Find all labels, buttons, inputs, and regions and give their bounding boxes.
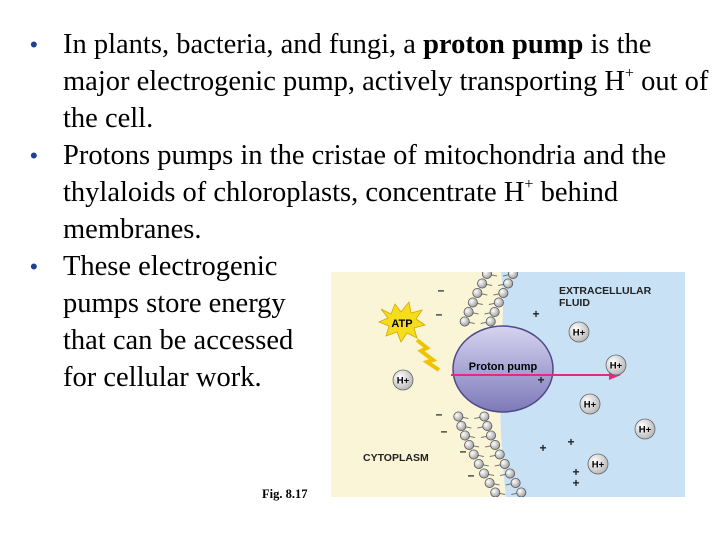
lipid-head bbox=[499, 458, 510, 469]
lipid-head bbox=[468, 449, 479, 460]
bullet-1-text-a: In plants, bacteria, and fungi, a bbox=[63, 29, 424, 60]
h-plus-ion bbox=[392, 369, 414, 391]
positive-charge: + bbox=[532, 307, 539, 321]
h-plus-label: H+ bbox=[639, 425, 652, 436]
bullet-1-text-c: out of the cell. bbox=[63, 66, 709, 134]
negative-charge: – bbox=[438, 283, 445, 297]
h-plus-ion bbox=[568, 321, 590, 343]
negative-charge: – bbox=[468, 468, 475, 482]
membrane-bilayer bbox=[453, 272, 527, 497]
bullet-3-text: These electrogenic pumps store energy th… bbox=[63, 251, 294, 393]
bullet-2-text-b: behind membranes. bbox=[63, 177, 619, 245]
lipid-head bbox=[464, 439, 475, 450]
lipid-head bbox=[456, 420, 467, 431]
lipid-head bbox=[467, 297, 478, 308]
positive-charge: + bbox=[572, 465, 579, 479]
lipid-head bbox=[482, 420, 493, 431]
lipid-head bbox=[507, 272, 518, 279]
h-plus-ion bbox=[579, 393, 601, 415]
lipid-head bbox=[510, 477, 521, 488]
proton-ions: H+ H+ H+ H+ H+ H+ bbox=[392, 321, 656, 475]
bullet-marker: • bbox=[30, 254, 38, 279]
lipid-head bbox=[490, 439, 501, 450]
negative-charge: – bbox=[441, 424, 448, 438]
h-plus-label: H+ bbox=[397, 376, 410, 387]
bullet-3: • These electrogenic pumps store energy … bbox=[30, 248, 325, 396]
lipid-head bbox=[459, 430, 470, 441]
h-plus-label: H+ bbox=[610, 361, 623, 372]
lipid-head bbox=[453, 411, 464, 422]
bullet-marker: • bbox=[30, 32, 38, 57]
bullet-list: • In plants, bacteria, and fungi, a prot… bbox=[30, 26, 710, 396]
lipid-head bbox=[498, 287, 509, 298]
positive-charge: + bbox=[567, 435, 574, 449]
bullet-1-text-b: is the major electrogenic pump, actively… bbox=[63, 29, 652, 97]
lipid-head bbox=[479, 468, 490, 479]
cytoplasm-label: CYTOPLASM bbox=[363, 452, 429, 464]
proton-pump-diagram: Proton pump ATP EXTRACELLULAR FLUID CYTO… bbox=[331, 272, 685, 497]
bullet-2-text-a: Protons pumps in the cristae of mitochon… bbox=[63, 140, 667, 208]
h-plus-ion bbox=[634, 418, 656, 440]
atp-label: ATP bbox=[391, 318, 412, 330]
h-plus-label: H+ bbox=[584, 400, 597, 411]
h-plus-label: H+ bbox=[573, 328, 586, 339]
atp-burst bbox=[377, 301, 426, 343]
lipid-head bbox=[484, 477, 495, 488]
h-plus-label: H+ bbox=[592, 460, 605, 471]
lipid-head bbox=[485, 316, 496, 327]
lipid-head bbox=[479, 411, 490, 422]
bullet-2: • Protons pumps in the cristae of mitoch… bbox=[30, 137, 710, 248]
proton-pump-protein bbox=[452, 325, 554, 413]
bullet-2-superscript: + bbox=[524, 175, 534, 193]
lipid-head bbox=[493, 297, 504, 308]
h-plus-ion bbox=[587, 453, 609, 475]
extracellular-label: EXTRACELLULAR bbox=[559, 285, 652, 297]
figure-caption: Fig. 8.17 bbox=[262, 487, 308, 501]
membrane-charges: ++++++–––––– bbox=[436, 283, 580, 490]
extracellular-region bbox=[500, 272, 685, 497]
lipid-head bbox=[472, 287, 483, 298]
lipid-head bbox=[473, 458, 484, 469]
proton-pump-figure: Proton pump ATP EXTRACELLULAR FLUID CYTO… bbox=[331, 272, 685, 497]
bullet-marker: • bbox=[30, 143, 38, 168]
lipid-head bbox=[494, 449, 505, 460]
pump-label: Proton pump bbox=[469, 361, 538, 373]
bullet-1-superscript: + bbox=[624, 64, 634, 82]
lipid-head bbox=[503, 278, 514, 289]
fluid-label: FLUID bbox=[559, 297, 590, 309]
lipid-head bbox=[463, 307, 474, 318]
positive-charge: + bbox=[539, 441, 546, 455]
lipid-head bbox=[490, 487, 501, 497]
lipid-head bbox=[489, 307, 500, 318]
negative-charge: – bbox=[436, 307, 443, 321]
bullet-1-bold: proton pump bbox=[423, 29, 584, 60]
negative-charge: – bbox=[436, 407, 443, 421]
bullet-1: • In plants, bacteria, and fungi, a prot… bbox=[30, 26, 710, 137]
lipid-head bbox=[485, 430, 496, 441]
negative-charge: – bbox=[460, 444, 467, 458]
lipid-head bbox=[505, 468, 516, 479]
lipid-head bbox=[459, 316, 470, 327]
positive-charge: + bbox=[537, 373, 544, 387]
h-plus-ion bbox=[605, 354, 627, 376]
lipid-head bbox=[477, 278, 488, 289]
lipid-head bbox=[516, 487, 527, 497]
lipid-head bbox=[481, 272, 492, 279]
positive-charge: + bbox=[572, 476, 579, 490]
energy-bolt bbox=[415, 338, 441, 372]
